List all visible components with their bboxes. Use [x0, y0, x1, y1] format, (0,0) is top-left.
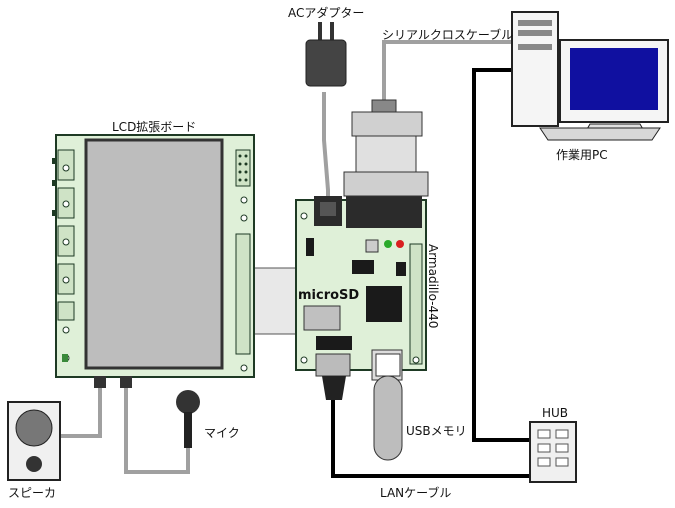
usb-memory — [373, 353, 403, 461]
flat-cable — [251, 267, 299, 335]
ac-adapter-label: ACアダプター — [288, 6, 365, 20]
microphone — [176, 390, 200, 448]
audio-jack-right — [120, 376, 132, 388]
hub — [529, 421, 577, 483]
armadillo-label: Armadillo-440 — [426, 244, 440, 329]
pc-tower — [511, 11, 559, 127]
serial-cable — [382, 40, 512, 105]
lcd-board — [52, 134, 255, 388]
led-red — [396, 240, 404, 248]
speaker — [7, 401, 61, 481]
mic-label: マイク — [204, 426, 240, 440]
ac-adapter — [305, 22, 347, 87]
lcd-board-label: LCD拡張ボード — [112, 120, 197, 134]
lan-cable-label: LANケーブル — [380, 486, 452, 500]
cpu-chip — [366, 286, 402, 322]
armadillo-board — [295, 194, 427, 381]
lcd-screen — [84, 138, 224, 370]
ac-adapter-cable — [322, 92, 330, 200]
lan-connector — [322, 376, 346, 400]
work-pc-label: 作業用PC — [556, 148, 608, 162]
mic-cable — [124, 387, 190, 474]
hub-label: HUB — [542, 406, 569, 420]
led-green — [384, 240, 392, 248]
serial-connector — [343, 99, 429, 197]
serial-cable-label: シリアルクロスケーブル — [382, 28, 514, 42]
speaker-label: スピーカ — [8, 486, 57, 500]
usb-memory-label: USBメモリ — [406, 424, 467, 438]
work-pc — [511, 11, 669, 141]
reset-button — [365, 239, 379, 253]
speaker-cable — [58, 387, 102, 438]
microsd-slot — [303, 305, 341, 331]
monitor-screen — [570, 48, 658, 110]
lan-port — [315, 353, 351, 377]
audio-jack-left — [94, 376, 106, 388]
lan-cable-pc-hub — [472, 68, 530, 442]
microsd-label: microSD — [298, 288, 360, 303]
